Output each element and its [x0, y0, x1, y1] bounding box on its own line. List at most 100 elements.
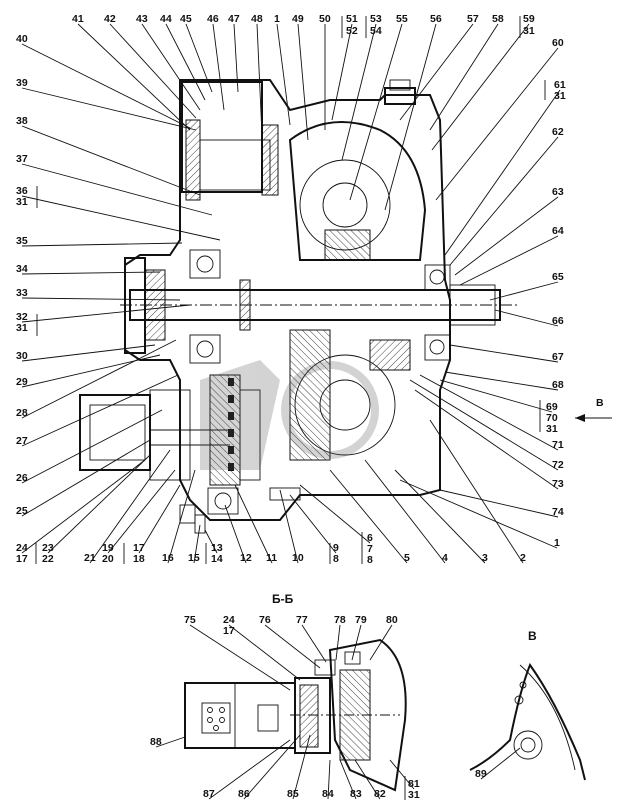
callout-label: 8 — [333, 553, 339, 565]
view-b-title: B — [528, 629, 537, 643]
callout-label: 17 — [133, 542, 145, 554]
callout-label: 82 — [374, 788, 386, 800]
callout-label: 31 — [16, 322, 28, 334]
leader-line — [354, 759, 381, 800]
callout-label: 20 — [102, 553, 114, 565]
leader-line — [138, 484, 181, 554]
leader-line — [329, 469, 408, 564]
callout-label: 76 — [259, 614, 271, 626]
view-marker-label: B — [596, 397, 604, 409]
leader-line — [339, 759, 357, 800]
callout-label: 14 — [211, 553, 223, 565]
callout-label: 13 — [211, 542, 223, 554]
callout-label: 61 — [554, 79, 566, 91]
callout-label: 67 — [552, 351, 564, 363]
callout-label: 57 — [467, 13, 479, 25]
callout-label: 31 — [523, 25, 535, 37]
callout-label: 6 — [367, 532, 373, 544]
fraction-markers — [35, 16, 546, 800]
gear-teeth — [228, 378, 234, 471]
leader-line — [327, 759, 331, 800]
callout-label: 35 — [16, 235, 28, 247]
callout-label: 32 — [16, 311, 28, 323]
leader-line — [234, 484, 273, 564]
leader-line — [21, 374, 179, 447]
callout-label: 51 — [346, 13, 358, 25]
leader-line — [297, 23, 309, 141]
leader-line — [21, 195, 221, 241]
callout-label: 55 — [396, 13, 408, 25]
leader-line — [389, 759, 415, 790]
leader-line — [435, 47, 559, 201]
callout-label: 71 — [552, 439, 564, 451]
section-b-b-view: Б-Б — [184, 592, 407, 792]
leader-line — [21, 87, 197, 131]
callout-label: 72 — [552, 459, 564, 471]
callout-label: 45 — [180, 13, 192, 25]
leader-line — [21, 271, 161, 275]
callout-label: 37 — [16, 153, 28, 165]
leader-line — [264, 624, 321, 669]
leader-line — [155, 736, 186, 748]
leader-line — [193, 524, 201, 564]
leader-line — [233, 23, 239, 93]
callout-label: 7 — [367, 543, 373, 555]
callout-label: 87 — [203, 788, 215, 800]
pump-body-holes — [201, 702, 279, 734]
callout-label: 26 — [16, 472, 28, 484]
leader-line — [276, 23, 291, 126]
callout-label: 88 — [150, 736, 162, 748]
callout-label: 77 — [296, 614, 308, 626]
callout-label: 29 — [16, 376, 28, 388]
bearing-right — [424, 264, 451, 361]
callout-label: 17 — [223, 625, 235, 637]
callout-label: 69 — [546, 401, 558, 413]
leader-line — [444, 371, 559, 391]
callout-label: 1 — [554, 537, 560, 549]
leader-line — [256, 23, 263, 136]
callout-label: 44 — [160, 13, 172, 25]
leader-line — [384, 23, 437, 211]
bearing-left — [189, 249, 221, 364]
leader-line — [399, 23, 474, 121]
callout-label: 28 — [16, 407, 28, 419]
leader-line — [444, 89, 561, 256]
callout-label: 21 — [84, 552, 96, 564]
leader-line — [21, 354, 161, 388]
callout-label: 59 — [523, 13, 535, 25]
leader-line — [301, 624, 327, 663]
callout-label: 65 — [552, 271, 564, 283]
callout-label: 38 — [16, 115, 28, 127]
leader-line — [299, 484, 371, 544]
leader-line — [414, 389, 559, 490]
callout-label: 31 — [554, 90, 566, 102]
callout-label: 31 — [16, 196, 28, 208]
callout-label: 47 — [228, 13, 240, 25]
callout-label: 63 — [552, 186, 564, 198]
leader-line — [47, 454, 151, 554]
main-assembly-view — [79, 79, 612, 534]
leader-line — [21, 459, 146, 554]
callout-label: 31 — [408, 789, 420, 801]
callout-label: 84 — [322, 788, 334, 800]
callout-label: 18 — [133, 553, 145, 565]
callout-label: 23 — [42, 542, 54, 554]
callout-label: 79 — [355, 614, 367, 626]
leader-line — [349, 23, 403, 201]
leader-line — [394, 469, 486, 564]
callout-label: 74 — [552, 506, 564, 518]
callout-label: 46 — [207, 13, 219, 25]
leader-line — [364, 459, 446, 564]
leader-line — [454, 196, 559, 276]
callout-label: 54 — [370, 25, 382, 37]
leader-line — [167, 469, 196, 564]
callout-label: 85 — [287, 788, 299, 800]
callout-label: 2 — [520, 552, 526, 564]
callout-label: 86 — [238, 788, 250, 800]
callout-label: 39 — [16, 77, 28, 89]
leader-line — [185, 23, 213, 93]
leader-line — [439, 489, 559, 518]
leader-line — [494, 309, 559, 327]
callout-label: 78 — [334, 614, 346, 626]
leader-line — [89, 449, 171, 564]
